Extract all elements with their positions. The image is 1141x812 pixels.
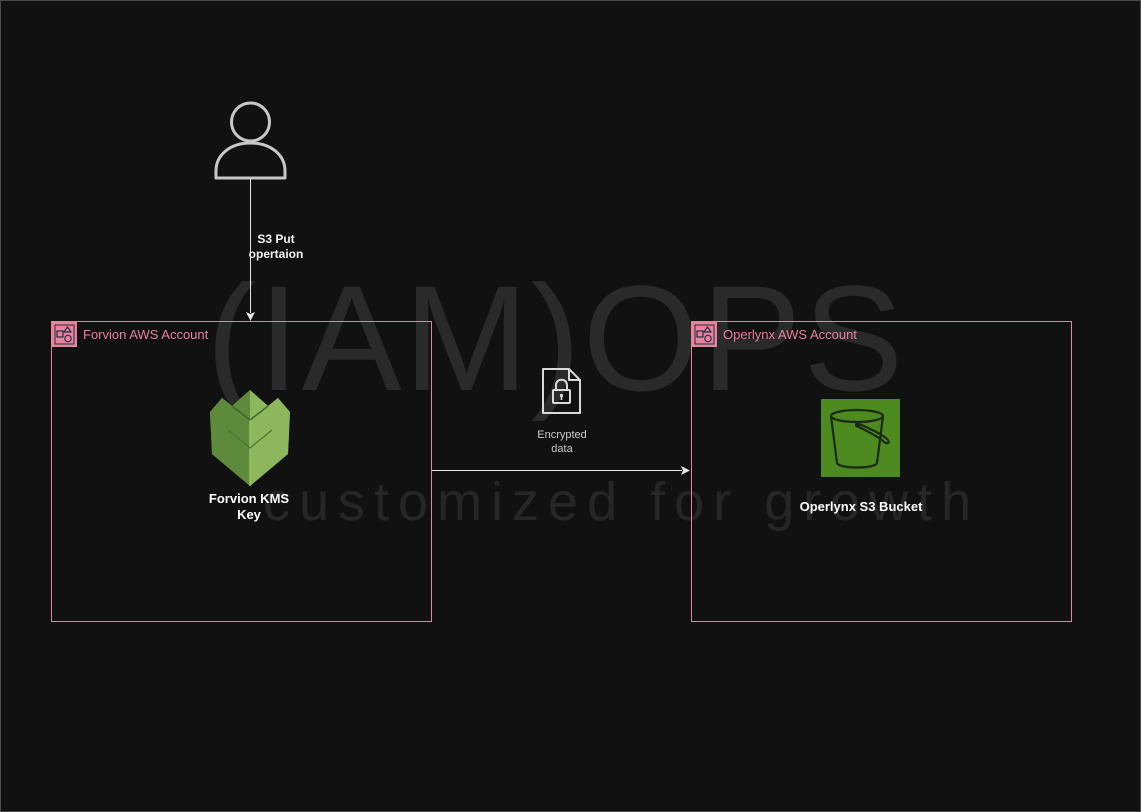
forvion-account-title: Forvion AWS Account bbox=[83, 327, 209, 342]
kms-key-icon[interactable] bbox=[210, 390, 290, 486]
encrypted-data-arrow bbox=[432, 466, 690, 475]
operlynx-account-title: Operlynx AWS Account bbox=[723, 327, 857, 342]
watermark-tagline: customized for growth bbox=[263, 472, 981, 532]
encrypted-data-label-line1: Encrypted bbox=[537, 429, 587, 441]
encrypted-data-label-line2: data bbox=[551, 443, 573, 455]
encrypted-data-label: Encrypted data bbox=[516, 428, 608, 456]
encrypted-document-icon[interactable] bbox=[541, 367, 583, 415]
s3-put-label-line1: S3 Put bbox=[257, 232, 295, 246]
s3-put-label-line2: opertaion bbox=[248, 247, 304, 261]
kms-key-label: Forvion KMS Key bbox=[189, 491, 309, 523]
user-icon[interactable] bbox=[213, 101, 289, 181]
s3-put-label: S3 Put opertaion bbox=[231, 232, 321, 262]
s3-bucket-icon[interactable] bbox=[821, 399, 900, 477]
operlynx-account-group[interactable]: Operlynx AWS Account bbox=[691, 321, 1072, 622]
s3-bucket-label: Operlynx S3 Bucket bbox=[799, 499, 923, 514]
watermark-logo-text: (IAM)OPS bbox=[206, 254, 906, 422]
aws-account-icon bbox=[692, 322, 717, 347]
forvion-account-group[interactable]: Forvion AWS Account bbox=[51, 321, 432, 622]
aws-account-icon bbox=[52, 322, 77, 347]
kms-key-label-line1: Forvion KMS bbox=[208, 491, 290, 506]
kms-key-label-line2: Key bbox=[237, 507, 261, 522]
s3-put-arrow bbox=[246, 179, 255, 321]
